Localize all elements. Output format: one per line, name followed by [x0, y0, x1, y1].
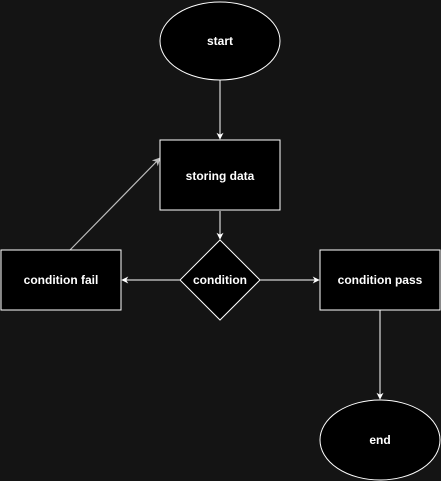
- node-condition-fail-label: condition fail: [24, 273, 99, 287]
- node-start-label: start: [207, 34, 233, 48]
- node-condition-fail[interactable]: condition fail: [0, 249, 122, 311]
- node-storing-data[interactable]: storing data: [159, 139, 281, 211]
- node-condition-label: condition: [193, 273, 247, 287]
- node-end[interactable]: end: [319, 399, 441, 481]
- node-start[interactable]: start: [159, 1, 281, 81]
- node-storing-data-label: storing data: [186, 169, 255, 183]
- edge-fail-to-storing: [69, 157, 161, 251]
- node-condition-pass-label: condition pass: [338, 273, 423, 287]
- node-end-label: end: [369, 433, 390, 447]
- node-condition-pass[interactable]: condition pass: [319, 249, 441, 311]
- node-condition[interactable]: condition: [179, 239, 261, 321]
